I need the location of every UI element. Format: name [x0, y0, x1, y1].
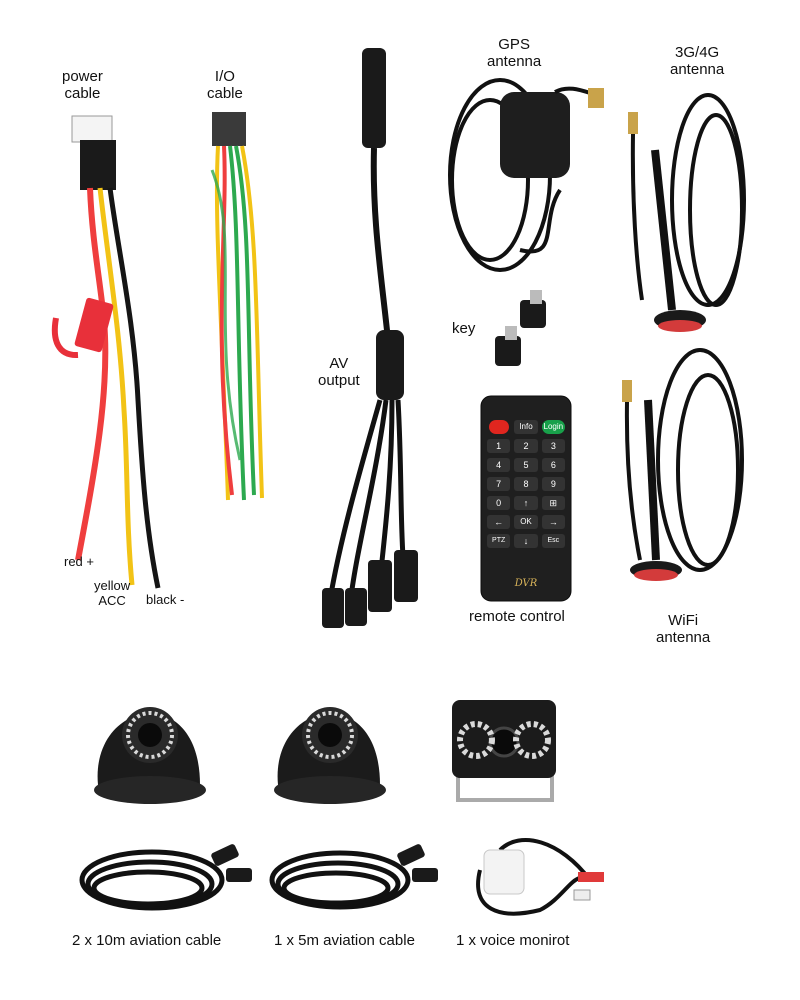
power-cable-image: [51, 115, 161, 589]
voice-monitor-image: [476, 838, 604, 916]
dome-camera-2-image: [274, 707, 386, 804]
remote-control-label: remote control: [469, 608, 565, 625]
voice-monitor-caption: 1 x voice monirot: [456, 932, 570, 949]
key-3: 3: [541, 439, 565, 453]
right-key: →: [541, 515, 565, 529]
rearview-camera-image: [452, 700, 556, 802]
key-2: 2: [514, 439, 538, 453]
info-key: Info: [514, 420, 538, 434]
ptz-key: PTZ: [487, 534, 511, 548]
key-8: 8: [514, 477, 538, 491]
login-key: Login: [541, 420, 565, 434]
black-wire-label: black -: [146, 592, 185, 607]
aviation-cable-5m-image: [269, 844, 438, 910]
key-4: 4: [487, 458, 511, 472]
aviation-cable-10m-image: [79, 844, 252, 911]
key-label: key: [452, 320, 476, 337]
key-6: 6: [541, 458, 565, 472]
aviation-cable-10m-caption: 2 x 10m aviation cable: [72, 932, 222, 949]
power-key: [488, 420, 509, 434]
red-wire-label: red +: [64, 554, 94, 569]
left-key: ←: [487, 515, 511, 529]
3g4g-antenna-image: [628, 93, 746, 332]
multi-screen-key: ⊞: [541, 496, 565, 510]
wifi-antenna-image: [622, 348, 744, 581]
key-1: 1: [487, 439, 511, 453]
remote-brand-label: DVR: [514, 578, 538, 589]
aviation-cable-5m-caption: 1 x 5m aviation cable: [274, 932, 415, 949]
io-cable-image: [210, 112, 264, 501]
av-output-cable-image: [322, 48, 418, 628]
remote-keypad: Info Login 1 2 3 4 5 6 7 8 9 0 ↑ ⊞ ← OK …: [487, 420, 565, 548]
key-5: 5: [514, 458, 538, 472]
down-key: ↓: [514, 534, 538, 548]
dome-camera-1-image: [94, 707, 206, 804]
gps-antenna-image: [448, 78, 604, 272]
keys-image: [495, 290, 546, 366]
up-key: ↑: [514, 496, 538, 510]
key-9: 9: [541, 477, 565, 491]
key-7: 7: [487, 477, 511, 491]
key-0: 0: [487, 496, 511, 510]
ok-key: OK: [514, 515, 538, 529]
esc-key: Esc: [541, 534, 565, 548]
